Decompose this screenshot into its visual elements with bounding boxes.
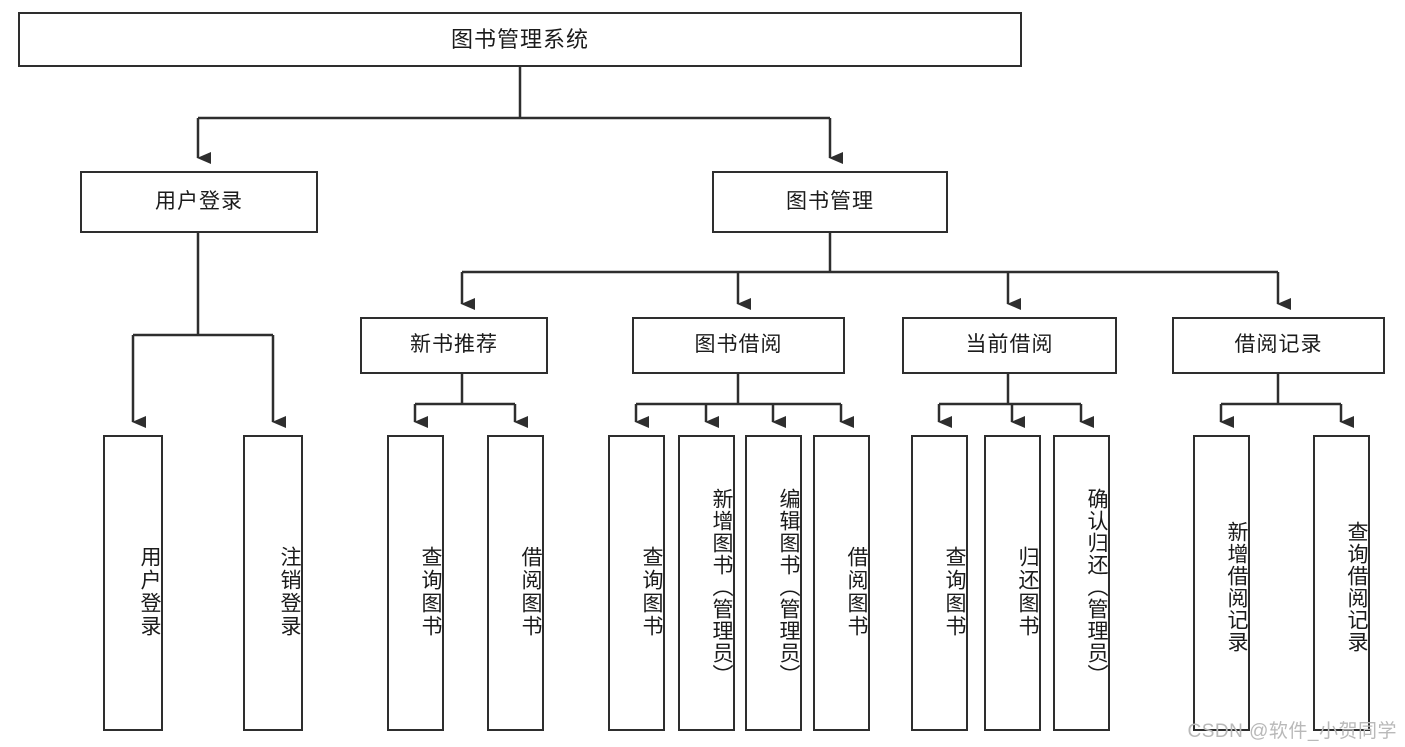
node-current-borrow[interactable]: 当前借阅: [902, 317, 1117, 374]
node-leaf-query-book-2[interactable]: 查询图书: [608, 435, 665, 731]
node-borrow-record[interactable]: 借阅记录: [1172, 317, 1385, 374]
node-book-manage[interactable]: 图书管理: [712, 171, 948, 233]
node-leaf-query-book-3[interactable]: 查询图书: [911, 435, 968, 731]
node-leaf-logout[interactable]: 注销登录: [243, 435, 303, 731]
node-user-login[interactable]: 用户登录: [80, 171, 318, 233]
node-leaf-borrow-book-1[interactable]: 借阅图书: [487, 435, 544, 731]
node-leaf-query-book-1[interactable]: 查询图书: [387, 435, 444, 731]
node-leaf-edit-book[interactable]: 编辑图书（管理员）: [745, 435, 802, 731]
node-leaf-query-record[interactable]: 查询借阅记录: [1313, 435, 1370, 731]
node-leaf-return-book[interactable]: 归还图书: [984, 435, 1041, 731]
watermark-text: CSDN @软件_小贺同学: [1187, 721, 1397, 742]
node-leaf-add-record[interactable]: 新增借阅记录: [1193, 435, 1250, 731]
node-leaf-user-login[interactable]: 用户登录: [103, 435, 163, 731]
node-root[interactable]: 图书管理系统: [18, 12, 1022, 67]
node-book-borrow[interactable]: 图书借阅: [632, 317, 845, 374]
node-new-book-recommend[interactable]: 新书推荐: [360, 317, 548, 374]
node-leaf-add-book[interactable]: 新增图书（管理员）: [678, 435, 735, 731]
node-leaf-borrow-book-2[interactable]: 借阅图书: [813, 435, 870, 731]
node-leaf-confirm-return[interactable]: 确认归还（管理员）: [1053, 435, 1110, 731]
